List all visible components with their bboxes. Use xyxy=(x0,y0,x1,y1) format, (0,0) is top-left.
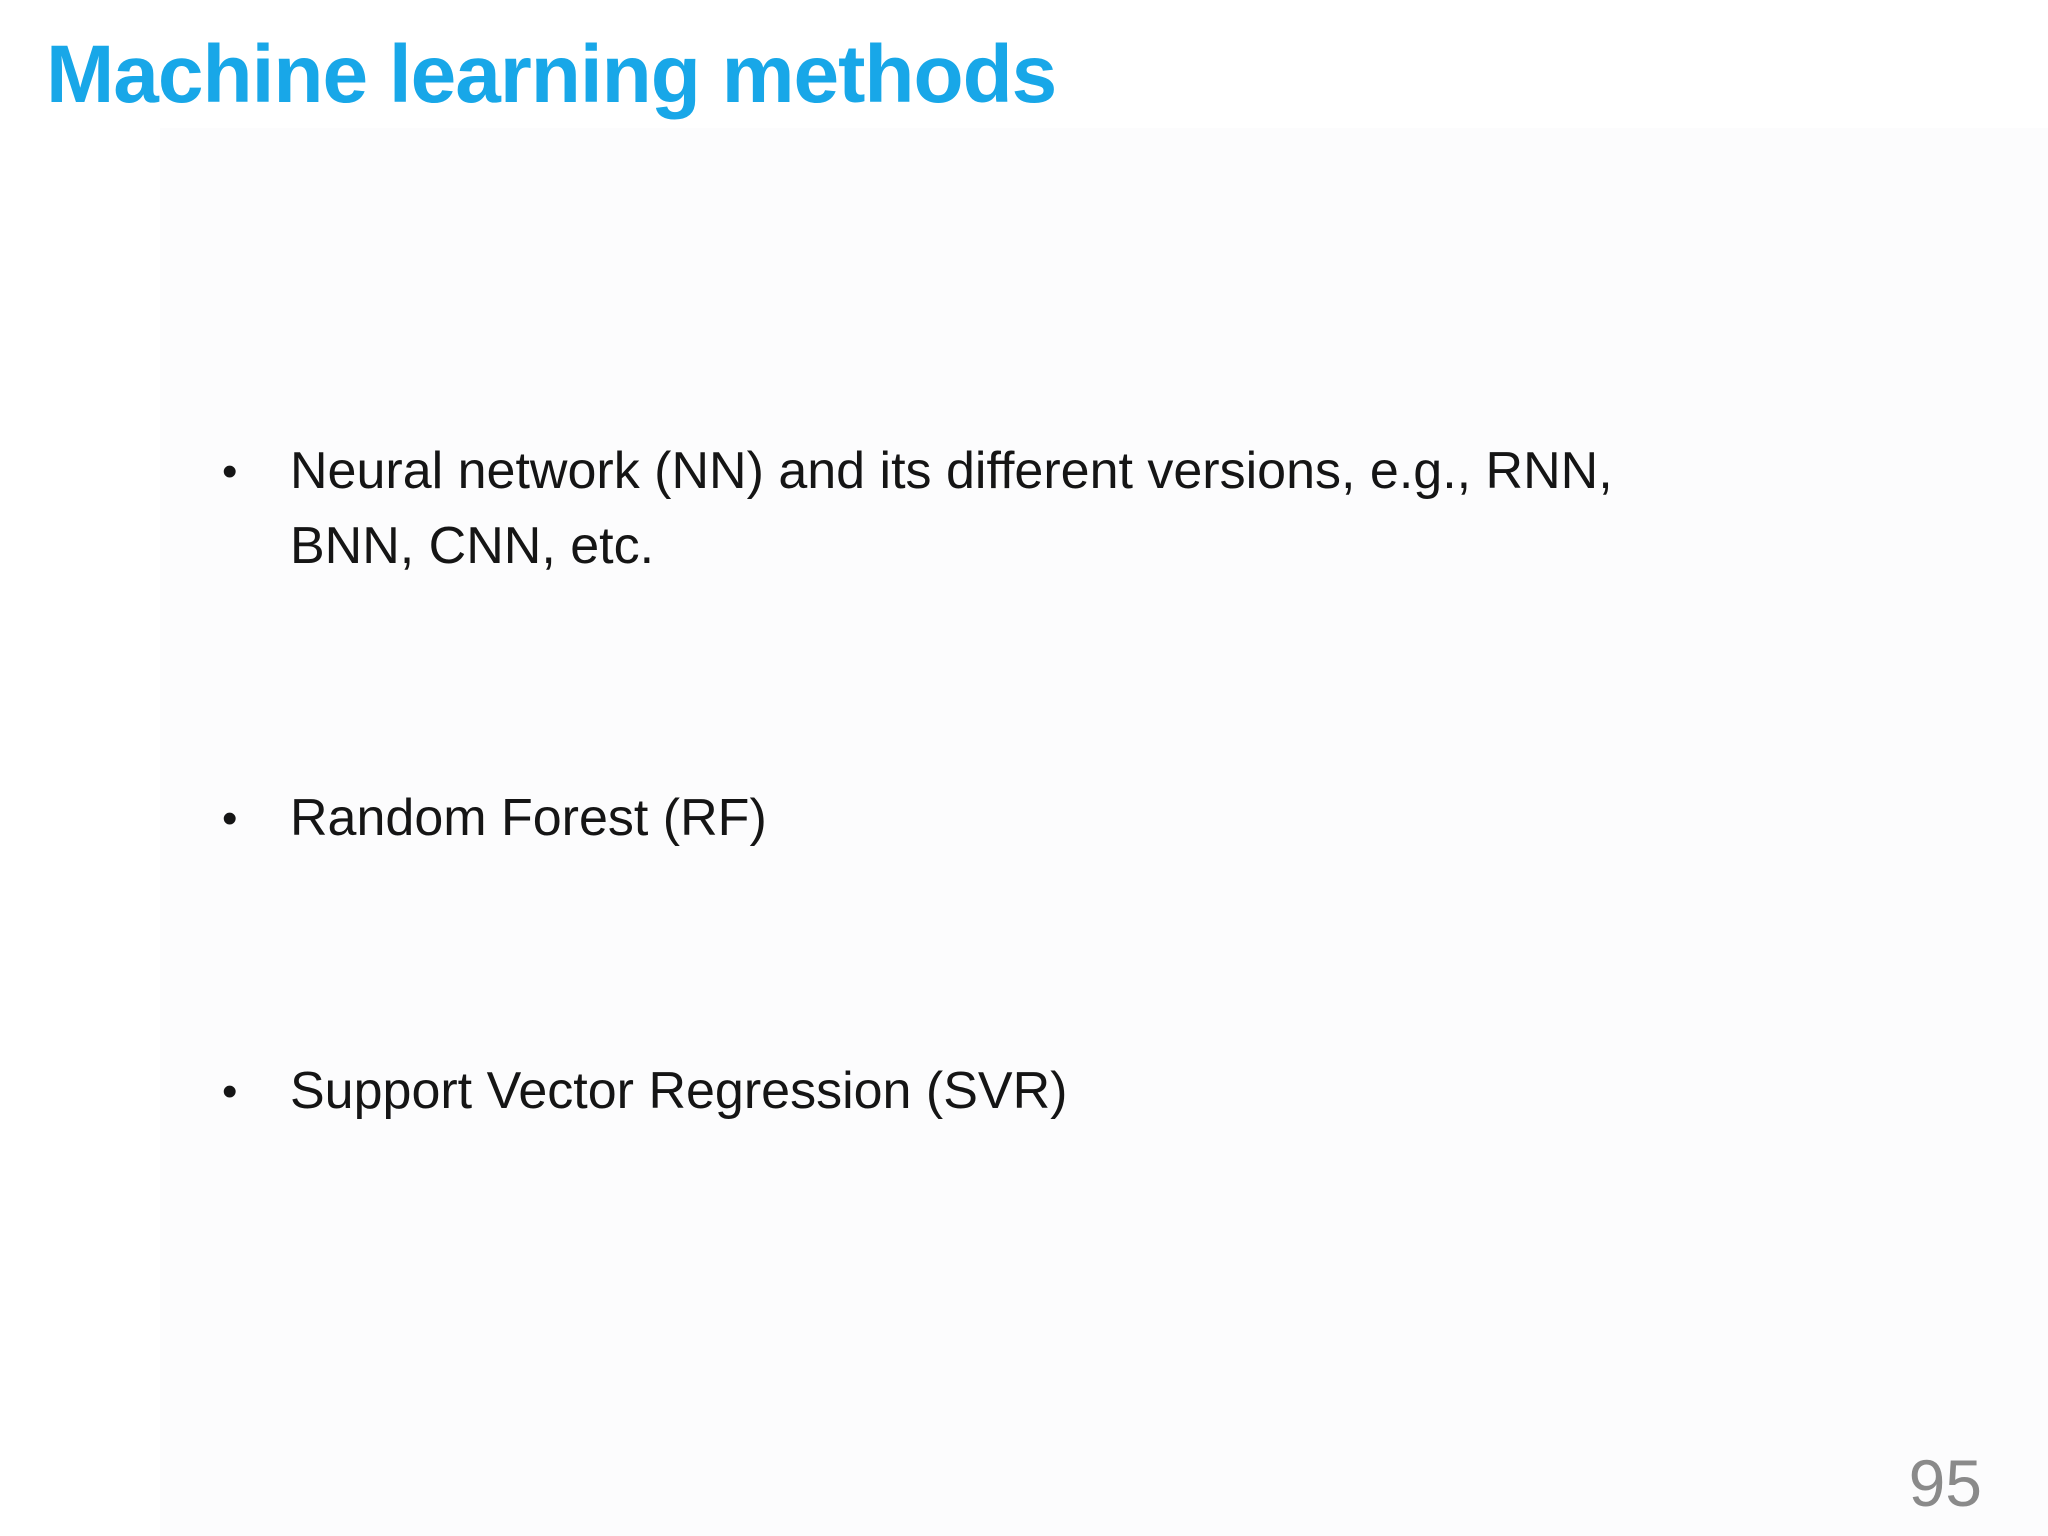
bullet-icon: • xyxy=(222,794,238,843)
bullet-icon: • xyxy=(222,1067,238,1116)
slide-content-area xyxy=(160,128,2048,1536)
bullet-text-line: Neural network (NN) and its different ve… xyxy=(290,442,1613,500)
slide-title: Machine learning methods xyxy=(46,29,1057,120)
bullet-icon: • xyxy=(222,447,238,496)
bullet-text: Support Vector Regression (SVR) xyxy=(290,1054,1067,1129)
bullet-text-line: BNN, CNN, etc. xyxy=(290,517,655,575)
bullet-item-svr: • Support Vector Regression (SVR) xyxy=(222,1054,1067,1129)
bullet-item-neural-network: • Neural network (NN) and its different … xyxy=(222,434,1613,584)
page-number: 95 xyxy=(1908,1446,1982,1520)
bullet-item-random-forest: • Random Forest (RF) xyxy=(222,781,767,856)
bullet-text: Neural network (NN) and its different ve… xyxy=(290,434,1613,584)
bullet-text-line: Random Forest (RF) xyxy=(290,789,767,847)
bullet-text-line: Support Vector Regression (SVR) xyxy=(290,1062,1068,1120)
bullet-text: Random Forest (RF) xyxy=(290,781,767,856)
